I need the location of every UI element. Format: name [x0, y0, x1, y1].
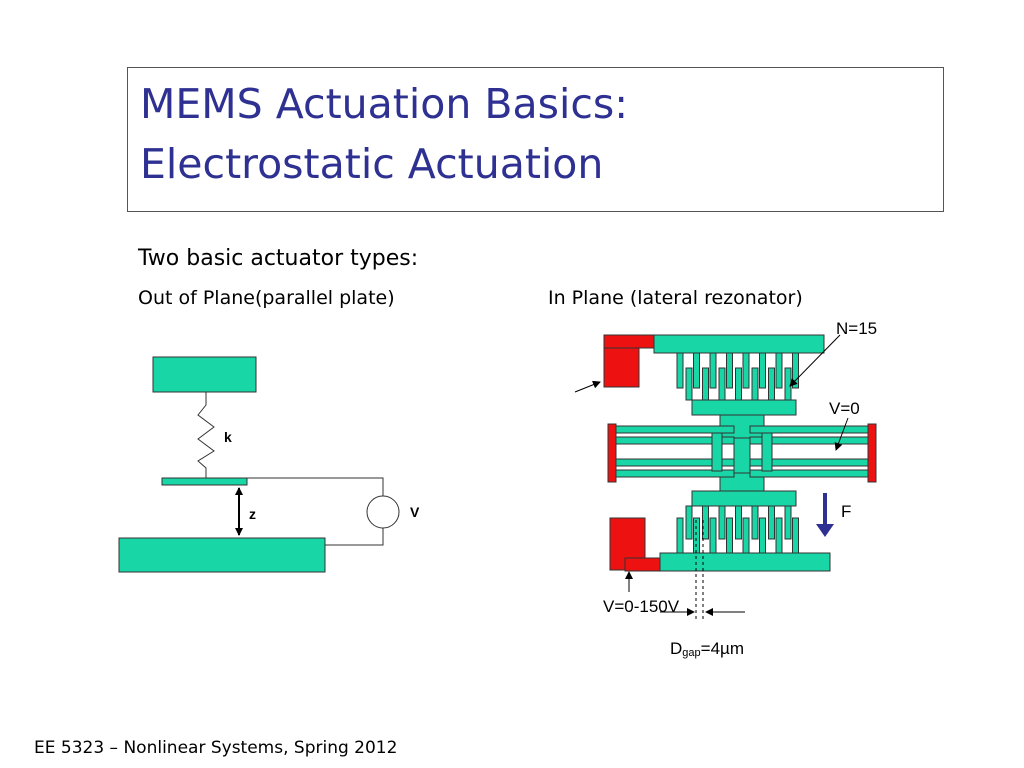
comb-finger: [693, 517, 700, 554]
bottom-movable-bar: [691, 490, 797, 507]
flexure-truss: [761, 432, 773, 472]
bottom-movable-fingers: [685, 505, 792, 540]
fixed-anchor: [152, 356, 257, 393]
comb-finger: [775, 352, 783, 389]
subtitle: Two basic actuator types:: [138, 246, 419, 271]
movable-plate: [161, 477, 248, 486]
flexure-beam: [615, 425, 735, 434]
v0-label: V=0: [829, 399, 860, 418]
top-red-connector: [603, 334, 655, 349]
bottom-comb-bar: [659, 552, 831, 572]
top-movable-fingers: [685, 367, 792, 401]
voltage-source: [366, 495, 400, 529]
left-heading: Out of Plane(parallel plate): [138, 287, 395, 309]
comb-finger: [768, 367, 775, 401]
right-heading: In Plane (lateral rezonator): [548, 287, 803, 309]
anchor-pointer-arrow: [574, 380, 601, 393]
comb-finger: [718, 367, 726, 401]
comb-finger: [709, 352, 717, 389]
fingers-pointer-arrow: [789, 334, 841, 387]
comb-finger: [676, 517, 684, 554]
bottom-fixed-fingers: [676, 517, 799, 554]
comb-finger: [709, 517, 717, 554]
drive-voltage-label: V=0-150V: [603, 597, 680, 616]
flexure-beam: [749, 425, 869, 434]
left-flexure: [615, 425, 735, 478]
parallel-plate-diagram: k z V: [118, 356, 420, 573]
spring: [197, 392, 215, 478]
comb-finger: [685, 505, 693, 540]
comb-finger: [685, 367, 693, 401]
comb-finger: [784, 505, 792, 540]
left-red-anchor: [607, 423, 617, 483]
bottom-red-connector: [624, 557, 661, 572]
comb-finger: [759, 517, 766, 554]
comb-finger: [726, 352, 733, 389]
bottom-electrode: [118, 537, 326, 573]
right-red-anchor: [867, 423, 877, 483]
slide-title-line-2: Electrostatic Actuation: [140, 140, 604, 188]
gap-label: z: [249, 506, 256, 522]
gap-dimension-label: Dgap=4µm: [670, 639, 744, 659]
comb-finger: [742, 517, 750, 554]
comb-finger: [735, 367, 742, 401]
top-comb-bar: [653, 334, 825, 354]
source-label: V: [410, 504, 420, 520]
comb-finger: [735, 505, 742, 540]
right-flexure: [749, 425, 869, 478]
wire-bottom: [325, 528, 384, 546]
v0-pointer-arrow: [834, 417, 849, 451]
spring-label: k: [224, 429, 232, 445]
force-arrow-head: [816, 524, 834, 537]
top-fixed-fingers: [676, 352, 799, 389]
comb-finger: [702, 367, 709, 401]
top-movable-bar: [691, 399, 797, 416]
fingers-label: N=15: [836, 319, 877, 338]
comb-finger: [742, 352, 750, 389]
comb-finger: [676, 352, 684, 389]
comb-finger: [726, 517, 733, 554]
flexure-truss: [711, 432, 723, 472]
comb-finger: [792, 352, 799, 389]
comb-finger: [718, 505, 726, 540]
shuttle-beam: [733, 437, 751, 474]
wire-top: [247, 477, 384, 496]
comb-finger: [775, 517, 783, 554]
title-box: MEMS Actuation Basics: Electrostatic Act…: [127, 67, 944, 212]
comb-finger: [751, 367, 759, 401]
comb-finger: [784, 367, 792, 401]
comb-finger: [693, 352, 700, 389]
comb-finger: [759, 352, 766, 389]
comb-finger: [751, 505, 759, 540]
comb-finger: [792, 517, 799, 554]
comb-finger: [768, 505, 775, 540]
lateral-resonator-diagram: N=15 V=0 F V=0-150V Dgap=4µm: [574, 319, 877, 659]
force-label: F: [841, 502, 851, 521]
footer: EE 5323 – Nonlinear Systems, Spring 2012: [34, 738, 398, 758]
slide-title-line-1: MEMS Actuation Basics:: [140, 80, 629, 128]
